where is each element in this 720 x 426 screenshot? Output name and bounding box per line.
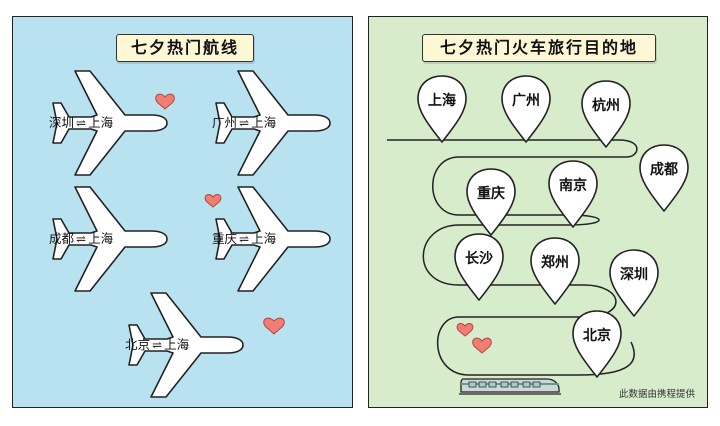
heart-icon <box>155 93 175 110</box>
heart-icon <box>456 323 474 337</box>
railway-route <box>387 139 638 376</box>
destination-label: 南京 <box>559 178 587 194</box>
route-label: 深圳 ⇌ 上海 <box>49 115 114 130</box>
trains-artwork <box>387 75 689 395</box>
flights-title: 七夕热门航线 <box>116 34 254 62</box>
heart-icon <box>204 194 222 208</box>
destination-label: 杭州 <box>592 98 620 114</box>
map-pin-icon <box>417 75 467 143</box>
destination-label: 深圳 <box>620 267 648 283</box>
destination-label: 郑州 <box>541 255 569 271</box>
destination-label: 成都 <box>650 162 678 178</box>
destination-label: 重庆 <box>477 186 505 202</box>
flights-panel: 七夕热门航线 深圳 ⇌ 上海 广州 ⇌ 上海 成都 ⇌ 上海 重庆 ⇌ 上海 北… <box>12 16 353 408</box>
heart-icon <box>263 317 285 335</box>
map-pin-icon <box>530 237 580 305</box>
destination-label: 长沙 <box>465 251 493 267</box>
map-pin-icon <box>639 144 689 212</box>
route-label: 广州 ⇌ 上海 <box>212 115 277 130</box>
map-pin-icon <box>501 75 551 143</box>
destination-label: 上海 <box>428 93 456 109</box>
flights-artwork <box>52 70 331 398</box>
trains-title: 七夕热门火车旅行目的地 <box>422 34 656 62</box>
data-source-credit: 此数据由携程提供 <box>618 389 695 400</box>
trains-panel: 七夕热门火车旅行目的地 上海 广州 杭州 成都 重庆 南京 长沙 郑州 深圳 北… <box>368 16 708 408</box>
map-pin-icon <box>572 310 622 378</box>
route-label: 成都 ⇌ 上海 <box>49 231 114 246</box>
route-label: 重庆 ⇌ 上海 <box>212 231 277 246</box>
train-icon <box>459 378 561 395</box>
heart-icon <box>472 337 492 354</box>
route-label: 北京 ⇌ 上海 <box>125 337 190 352</box>
destination-label: 广州 <box>512 93 540 109</box>
map-pin-icon <box>581 80 631 148</box>
map-pin-icon <box>548 160 598 228</box>
destination-label: 北京 <box>583 328 611 344</box>
map-pin-icon <box>454 233 504 301</box>
map-pin-icon <box>609 249 659 317</box>
